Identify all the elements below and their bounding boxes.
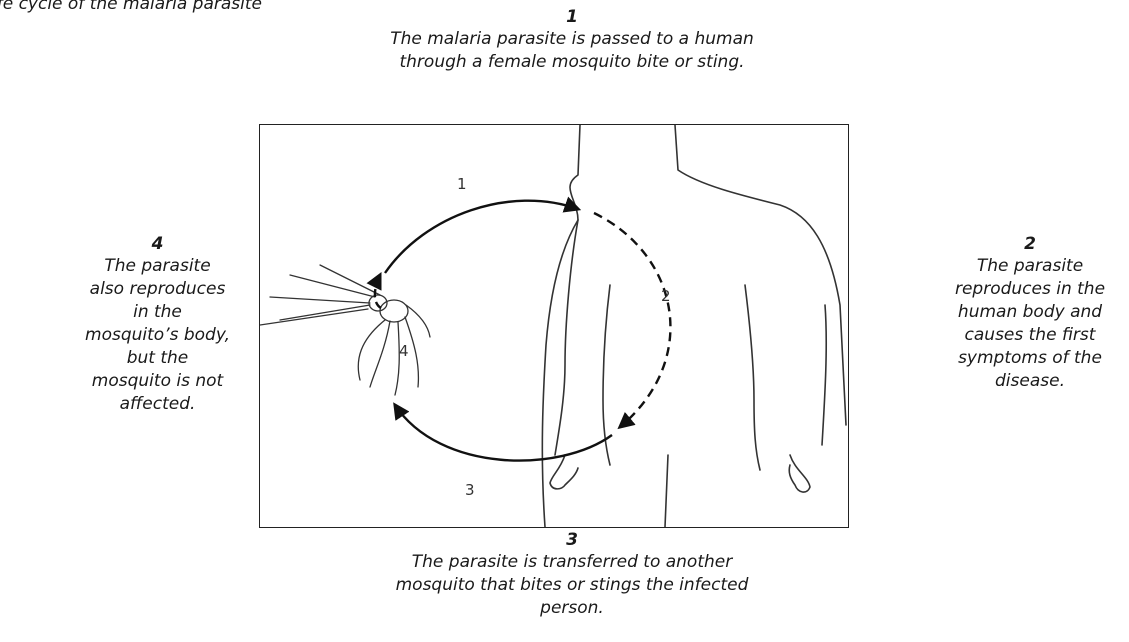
life-cycle-figure: 1 2 3 4 [259, 124, 849, 528]
step-2-text: The parasite reproduces in the human bod… [940, 255, 1120, 393]
step-4-number: 4 [85, 233, 230, 255]
step-1-caption: 1 The malaria parasite is passed to a hu… [372, 6, 772, 74]
mosquito-drawing [260, 265, 430, 395]
figure-title: ife cycle of the malaria parasite [0, 0, 262, 14]
diagram-label-1: 1 [457, 175, 467, 193]
step-3-text: The parasite is transferred to another m… [372, 551, 772, 620]
arrow-4 [375, 275, 381, 308]
arrow-3 [395, 405, 612, 461]
step-2-number: 2 [940, 233, 1120, 255]
arrow-2 [594, 213, 670, 427]
step-2-caption: 2 The parasite reproduces in the human b… [940, 233, 1120, 393]
step-1-number: 1 [372, 6, 772, 28]
step-4-caption: 4 The parasite also reproduces in the mo… [85, 233, 230, 416]
arrow-1 [385, 201, 578, 273]
cycle-arrows [375, 201, 671, 461]
step-1-text: The malaria parasite is passed to a huma… [372, 28, 772, 74]
human-silhouette [542, 125, 846, 527]
diagram-label-4: 4 [399, 342, 409, 360]
step-3-caption: 3 The parasite is transferred to another… [372, 529, 772, 620]
step-3-number: 3 [372, 529, 772, 551]
diagram-label-3: 3 [465, 481, 475, 499]
diagram-label-2: 2 [661, 287, 671, 305]
life-cycle-illustration: 1 2 3 4 [260, 125, 848, 527]
step-4-text: The parasite also reproduces in the mosq… [85, 255, 230, 416]
